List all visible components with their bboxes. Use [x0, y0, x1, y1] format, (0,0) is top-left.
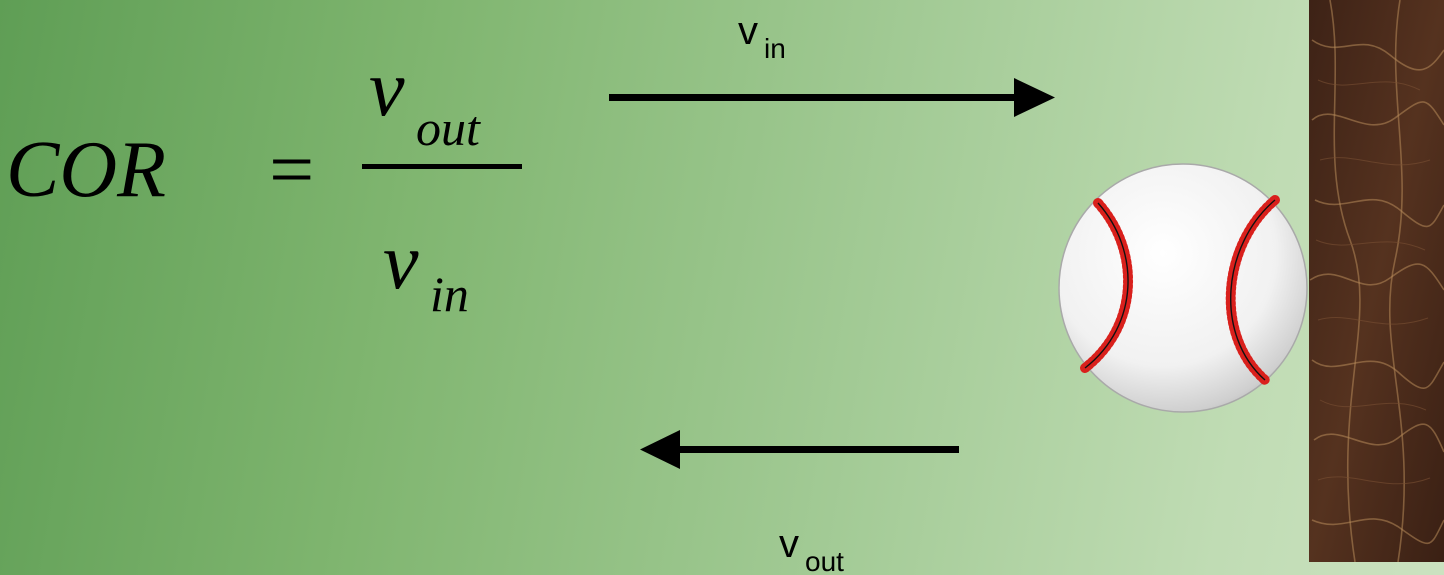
marble-wall [1309, 0, 1444, 562]
arrow-in: v in [609, 9, 1055, 117]
formula-numerator-sub: out [416, 100, 481, 156]
arrow-in-label-base: v [738, 9, 758, 53]
formula-lhs: COR [6, 126, 166, 214]
arrow-out-shaft [674, 446, 959, 453]
arrow-in-label: v in [738, 9, 786, 64]
arrow-out-head [640, 430, 680, 469]
cor-formula: COR = v out v in [6, 45, 522, 322]
arrow-out-label-base: v [779, 522, 799, 566]
arrow-out: v out [640, 430, 959, 575]
formula-numerator: v out [369, 45, 481, 156]
fraction-bar [362, 164, 522, 169]
arrow-in-label-sub: in [764, 33, 786, 64]
baseball-icon [1058, 163, 1308, 413]
formula-denominator-base: v [383, 218, 419, 306]
formula-numerator-base: v [369, 45, 405, 133]
formula-equals: = [264, 126, 318, 214]
formula-denominator: v in [383, 218, 469, 322]
arrow-out-label-sub: out [805, 546, 844, 575]
arrow-in-shaft [609, 94, 1021, 101]
formula-denominator-sub: in [430, 266, 469, 322]
arrow-in-head [1014, 78, 1055, 117]
arrow-out-label: v out [779, 522, 844, 575]
